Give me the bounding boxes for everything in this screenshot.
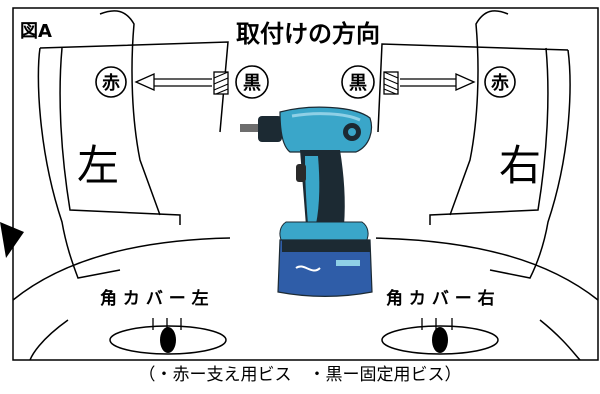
left-side-label: 左 [77,141,119,190]
right-black-marker: 黒 [349,73,367,94]
arrow-icon [134,72,212,92]
right-red-marker-circle [484,66,516,98]
diagram-title: 取付けの方向 [236,20,380,48]
caption: （・赤ー支え用ビス ・黒ー固定用ビス） [138,365,462,385]
arrow-icon [400,72,476,92]
left-seat-outline [12,10,231,361]
left-red-marker: 赤 [102,73,120,94]
left-marker-row: 赤 黒 [95,65,269,99]
left-corner-cover-label: 角 カ バ ー 左 [100,288,209,309]
drill-driver-image [236,104,376,300]
screw-icon [383,71,399,95]
right-oval-hole [381,318,499,355]
right-marker-row: 黒 赤 [341,65,516,99]
right-side-label: 右 [499,141,541,190]
left-oval-hole [109,318,227,355]
screw-icon [213,71,229,95]
right-seat-outline [371,10,599,361]
left-black-marker-circle [235,65,269,99]
left-black-marker: 黒 [243,73,261,94]
right-black-marker-circle [341,65,375,99]
left-red-marker-circle [95,66,127,98]
right-corner-cover-label: 角 カ バ ー 右 [386,288,495,309]
right-red-marker: 赤 [491,73,509,94]
left-screw-pin [160,327,176,353]
right-screw-pin [432,327,448,353]
figure-label: 図A [20,21,52,42]
pointer-arrow-icon [0,222,24,258]
